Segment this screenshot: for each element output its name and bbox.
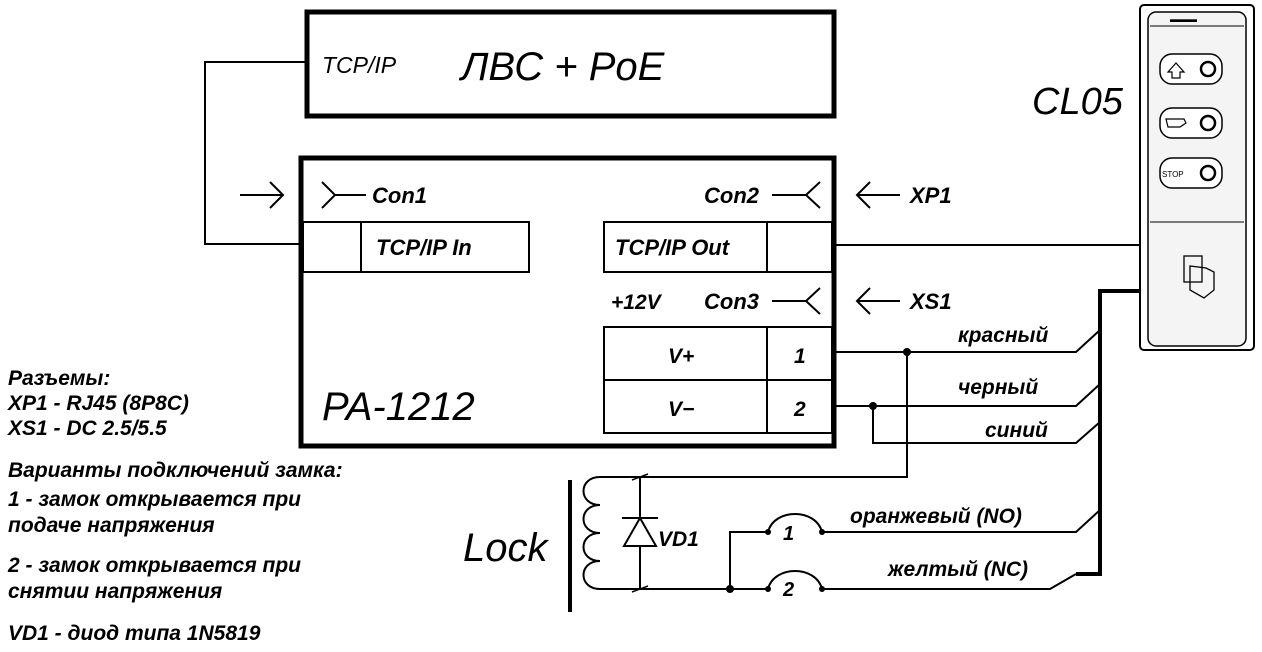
v-minus-label: V− (668, 398, 694, 421)
xp1-description: XP1 - RJ45 (8P8C) (7, 392, 189, 415)
cl05-logo: ▬▬▬ (1170, 14, 1197, 24)
xs1-label: XS1 (908, 289, 952, 314)
black-wire (832, 383, 1101, 407)
variants-title: Варианты подключений замка: (8, 459, 343, 482)
tcpip-in-cell (302, 221, 530, 273)
cl05-name: CL05 (1032, 81, 1124, 123)
stop-icon: STOP (1162, 170, 1184, 179)
lock-to-contacts-wire (640, 531, 768, 590)
hand-button[interactable] (1159, 107, 1223, 139)
con1-label: Con1 (372, 183, 427, 208)
con2-label: Con2 (704, 183, 760, 208)
cl05-bus-wire (1076, 289, 1140, 576)
arrow-up-button[interactable] (1159, 53, 1223, 85)
card-reader-icon (1183, 255, 1215, 299)
xp1-arrow-icon (855, 181, 900, 209)
pin1-label: 1 (794, 345, 806, 368)
contact-2-label: 2 (782, 579, 794, 601)
tcpip-out-label: TCP/IP Out (615, 235, 731, 260)
cl05-device: ▬▬▬ STOP (1139, 4, 1255, 351)
con3-connector-icon (772, 287, 821, 315)
con2-connector-icon (772, 181, 821, 209)
v-plus-label: V+ (668, 345, 694, 368)
power-label: +12V (611, 291, 663, 314)
connectors-title: Разъемы: (8, 367, 110, 390)
con1-connector-icon (321, 181, 366, 209)
variant1-line1: 1 - замок открывается при (8, 488, 301, 511)
xs1-arrow-icon (855, 287, 900, 315)
diode-note: VD1 - диод типа 1N5819 (8, 622, 261, 645)
variant1-line2: подаче напряжения (8, 514, 215, 537)
xs1-description: XS1 - DC 2.5/5.5 (7, 417, 167, 440)
wire-black-label: черный (958, 376, 1038, 399)
red-wire (832, 329, 1101, 353)
stop-button[interactable]: STOP (1159, 157, 1223, 189)
lan-to-tcpip-in-wire (204, 61, 307, 245)
pin2-label: 2 (793, 398, 806, 421)
yellow-wire (822, 573, 1077, 590)
tcpip-in-label: TCP/IP In (376, 235, 472, 260)
lan-title: ЛВС + PoE (458, 45, 666, 89)
contact-2-icon (765, 570, 825, 592)
red-to-lock-wire (640, 352, 908, 478)
wire-orange-label: оранжевый (NO) (850, 505, 1022, 528)
lock-label: Lock (463, 526, 549, 570)
diode-label: VD1 (658, 528, 699, 551)
lan-protocol-label: TCP/IP (322, 52, 397, 78)
wire-yellow-label: желтый (NC) (887, 558, 1028, 581)
notes: Разъемы: XP1 - RJ45 (8P8C) XS1 - DC 2.5/… (7, 367, 343, 645)
contact-1-icon (765, 513, 825, 535)
con3-label: Con3 (704, 289, 759, 314)
lock-coil-icon (582, 476, 601, 590)
pa1212-name: PA-1212 (322, 385, 475, 429)
hand-icon (1165, 118, 1187, 128)
lan-poe-box: TCP/IP ЛВС + PoE (304, 9, 837, 119)
orange-wire (822, 509, 1101, 533)
wire-red-label: красный (958, 324, 1048, 347)
diode-icon (622, 473, 658, 593)
xp1-label: XP1 (908, 183, 952, 208)
pa1212-box: Con1 Con2 TCP/IP In TCP/IP Out +12V Con3… (298, 155, 837, 449)
contact-1-label: 1 (783, 523, 794, 545)
variant2-line1: 2 - замок открывается при (7, 554, 301, 577)
tcpip-out-cell (603, 221, 833, 273)
blue-wire (872, 406, 1101, 444)
variant2-line2: снятии напряжения (8, 580, 222, 603)
arrow-up-icon (1166, 62, 1186, 79)
arrow-right-icon (240, 181, 285, 209)
wire-blue-label: синий (985, 419, 1048, 442)
